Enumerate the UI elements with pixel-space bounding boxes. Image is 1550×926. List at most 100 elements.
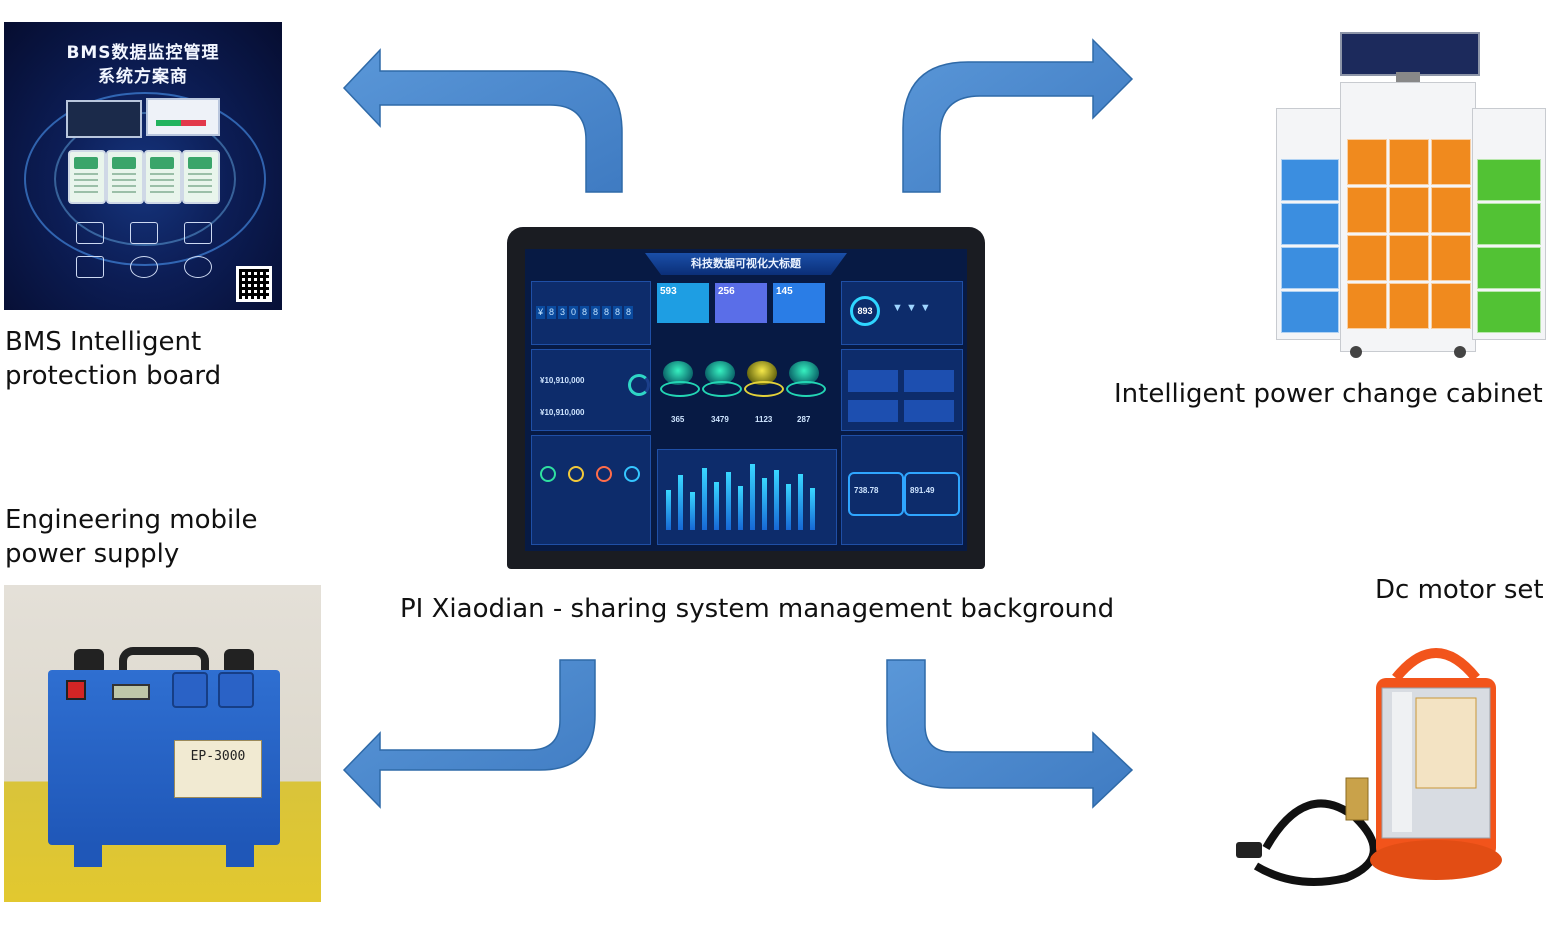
stat-1: 365 [671, 415, 685, 424]
pump-image [1226, 628, 1550, 906]
revenue-panel [841, 349, 963, 431]
ring-icon [624, 466, 640, 482]
revenue-card [848, 370, 898, 392]
poster-monitor-right [146, 98, 220, 136]
cabinet-center-unit [1340, 82, 1476, 352]
pump-base [1370, 840, 1502, 880]
socket-icon [172, 672, 208, 708]
bar-chart-panel [657, 449, 837, 545]
poster-phone-1 [68, 150, 106, 204]
pump-label-plate [1415, 697, 1477, 789]
stat-2: 3479 [711, 415, 729, 424]
cylinder-icon [904, 472, 960, 516]
stat-4: 287 [797, 415, 811, 424]
poster-feature-icon [184, 256, 212, 278]
pump-cable [1253, 799, 1378, 886]
cabinet-left-unit [1276, 108, 1344, 340]
pump-illustration [1236, 648, 1502, 886]
psu-foot [226, 843, 254, 867]
poster-qr-code [236, 266, 272, 302]
poster-feature-icon [184, 222, 212, 244]
triangle-indicators: ▼ ▼ ▼ [892, 302, 931, 314]
pump-plug [1236, 842, 1262, 858]
arrow-to-pump [886, 659, 1134, 809]
psu-body: EP-3000 [48, 670, 280, 845]
poster-feature-icon [130, 256, 158, 278]
psu-nameplate: EP-3000 [174, 740, 262, 798]
revenue-card [904, 370, 954, 392]
poster-feature-icon [76, 222, 104, 244]
counter-digit: 0 [569, 306, 578, 319]
chart-bar [678, 475, 683, 530]
cabinet-wheel [1454, 346, 1466, 358]
poster-phone-3 [144, 150, 182, 204]
enterprise-panel: ¥10,910,000 ¥10,910,000 [531, 349, 651, 431]
storage-panel: 738.78 891.49 [841, 435, 963, 545]
counter-digit: 8 [624, 306, 633, 319]
pump-outlet-pipe [1345, 777, 1369, 821]
poster-monitor-left [66, 100, 142, 138]
poster-glow-ring-inner [54, 112, 236, 246]
chart-bar [726, 472, 731, 530]
ring-icon [540, 466, 556, 482]
poster-feature-icon [130, 222, 158, 244]
ring-icon [596, 466, 612, 482]
dashboard-title: 科技数据可视化大标题 [645, 253, 847, 275]
poster-title-line1: BMS数据监控管理 [66, 43, 220, 63]
kpi-card-2: 256 [715, 283, 767, 323]
cabinet-image [1270, 32, 1550, 362]
chart-bar [810, 488, 815, 530]
kpi-card-1: 593 [657, 283, 709, 323]
counter-digit: 8 [547, 306, 556, 319]
chart-bar [690, 492, 695, 530]
revenue-card [904, 400, 954, 422]
chart-bar [714, 482, 719, 530]
ring-icon [568, 466, 584, 482]
arrow-to-cabinet [902, 38, 1134, 193]
chart-bar [738, 486, 743, 530]
pedestal-base [660, 381, 700, 397]
chart-bar [702, 468, 707, 530]
counter-digit: 8 [580, 306, 589, 319]
socket-icon [218, 672, 254, 708]
cabinet-right-unit [1472, 108, 1546, 340]
counter-digit: 8 [602, 306, 611, 319]
psu-handle [119, 647, 209, 677]
counter-digit: 8 [591, 306, 600, 319]
arrow-to-psu [342, 659, 596, 809]
chart-bar [666, 490, 671, 530]
planning-panel [531, 435, 651, 545]
pump-handle [1392, 648, 1480, 682]
chart-bar [786, 484, 791, 530]
stat-3: 1123 [755, 415, 773, 424]
kpi-card-3: 145 [773, 283, 825, 323]
donut-icon [628, 374, 650, 396]
chart-bar [798, 474, 803, 530]
power-switch-icon [66, 680, 86, 700]
cabinet-top-screen [1340, 32, 1480, 76]
pedestal-base [702, 381, 742, 397]
bar-chart [666, 464, 826, 530]
pedestal-base [744, 381, 784, 397]
pedestal-base [786, 381, 826, 397]
arrow-to-bms [342, 48, 623, 193]
counter-digit: 8 [613, 306, 622, 319]
psu-label: Engineering mobile power supply [5, 505, 258, 569]
psu-foot [74, 843, 102, 867]
chart-bar [750, 464, 755, 530]
psu-display [112, 684, 150, 700]
psu-image: EP-3000 [4, 585, 321, 902]
cabinet-label: Intelligent power change cabinet [1114, 379, 1543, 409]
counter-digit: ¥ [536, 306, 545, 319]
pump-label: Dc motor set [1375, 575, 1544, 605]
counter-digit: 3 [558, 306, 567, 319]
gauge: 893 [850, 296, 880, 326]
cabinet-wheel [1350, 346, 1362, 358]
chart-bar [774, 470, 779, 530]
gauge-panel: 893 ▼ ▼ ▼ [841, 281, 963, 345]
